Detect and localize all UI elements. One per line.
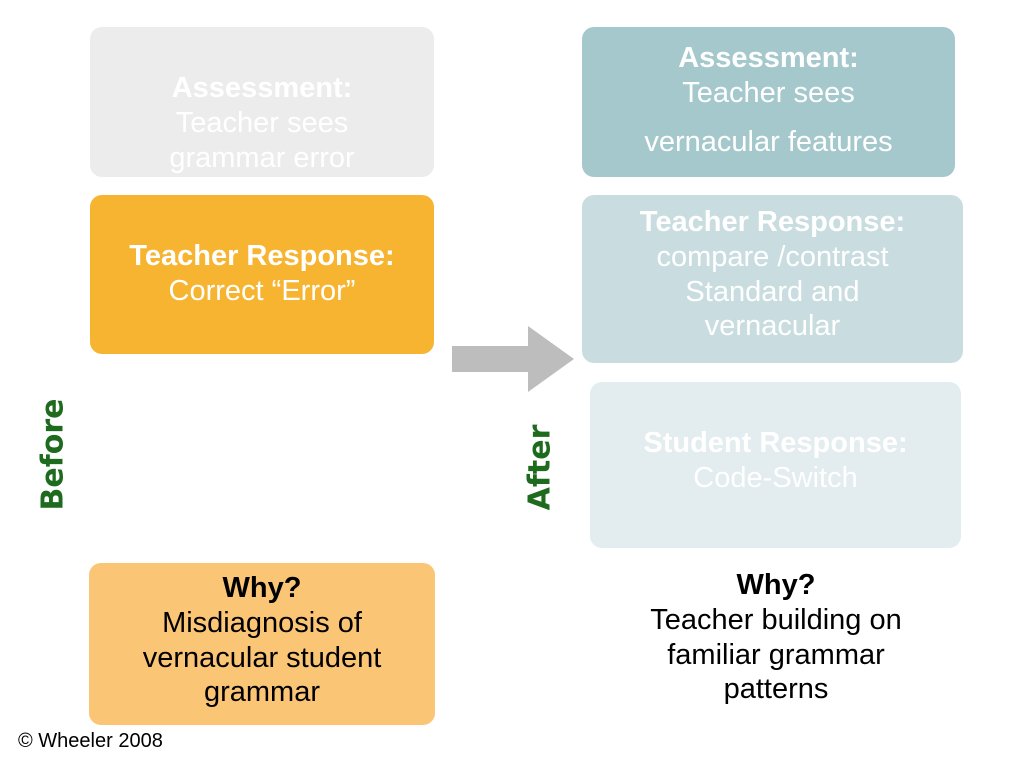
after-why-line2: familiar grammar xyxy=(667,638,885,671)
after-why-line1: Teacher building on xyxy=(650,603,902,636)
after-assessment-box: Assessment: Teacher sees vernacular feat… xyxy=(582,27,955,177)
before-label: Before xyxy=(35,398,71,511)
after-student-line1: Code-Switch xyxy=(693,461,858,494)
before-assessment-line2: grammar error xyxy=(169,141,355,174)
before-why-line1: Misdiagnosis of xyxy=(162,606,362,639)
after-label: After xyxy=(522,424,558,511)
right-arrow-icon xyxy=(452,326,574,392)
after-why-line3: patterns xyxy=(723,673,829,706)
before-assessment-line1: Teacher sees xyxy=(175,106,349,139)
after-response-line3: vernacular xyxy=(704,310,841,343)
before-assessment-heading: Assessment: xyxy=(171,72,353,104)
after-response-heading: Teacher Response: xyxy=(639,206,906,238)
after-assessment-heading: Assessment: xyxy=(678,42,859,74)
after-why-heading: Why? xyxy=(736,569,816,601)
before-why-box: Why? Misdiagnosis of vernacular student … xyxy=(89,563,435,725)
before-why-line2: vernacular student xyxy=(142,641,382,674)
before-why-heading: Why? xyxy=(222,572,302,604)
before-teacher-response-box: Teacher Response: Correct “Error” xyxy=(90,195,434,354)
copyright-notice: © Wheeler 2008 xyxy=(18,730,163,752)
before-why-line3: grammar xyxy=(203,676,320,709)
before-response-heading: Teacher Response: xyxy=(129,240,395,272)
after-teacher-response-box: Teacher Response: compare /contrast Stan… xyxy=(582,195,963,363)
after-response-line1: compare /contrast xyxy=(656,240,889,273)
before-response-line1: Correct “Error” xyxy=(168,274,356,307)
after-assessment-line1: Teacher sees xyxy=(682,76,855,109)
after-student-response-box: Student Response: Code-Switch xyxy=(590,382,961,548)
before-assessment-box: Assessment: Teacher sees grammar error xyxy=(90,27,434,177)
after-student-heading: Student Response: xyxy=(643,427,908,459)
after-why-text: Why? Teacher building on familiar gramma… xyxy=(600,568,952,707)
after-response-line2: Standard and xyxy=(685,275,860,308)
after-assessment-line2: vernacular features xyxy=(644,125,893,158)
